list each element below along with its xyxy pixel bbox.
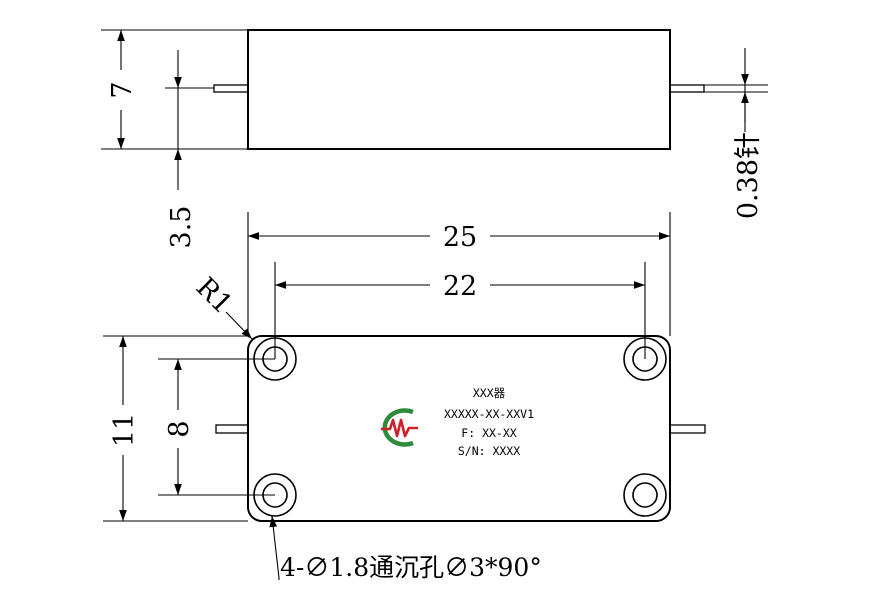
dimension-pin-diameter: 0.38针 xyxy=(733,48,764,219)
dimension-length-25: 25 xyxy=(248,222,670,253)
dimension-corner-radius: R1 xyxy=(190,272,253,340)
dimension-pin-offset-3-5: 3.5 xyxy=(166,50,197,248)
side-view xyxy=(101,29,768,150)
mounting-hole-bottom-right xyxy=(623,473,667,517)
top-view xyxy=(103,212,706,522)
label-serial-number: S/N: XXXX xyxy=(458,444,520,458)
dimension-hole-spacing-22-label: 22 xyxy=(443,271,477,302)
side-view-body xyxy=(247,29,671,150)
right-pin-side xyxy=(669,84,705,93)
dimension-hole-spacing-8: 8 xyxy=(164,359,195,495)
right-pin-top xyxy=(669,424,706,434)
logo-wave xyxy=(381,418,418,438)
company-logo xyxy=(381,408,418,447)
dimension-height-7-label: 7 xyxy=(107,81,138,98)
left-pin-side xyxy=(213,84,249,93)
hole-note-label: 4-∅1.8通沉孔∅3*90° xyxy=(280,553,542,582)
dimension-width-11: 11 xyxy=(109,336,140,521)
dimension-pin-diameter-label: 0.38针 xyxy=(733,132,764,219)
dimension-corner-radius-label: R1 xyxy=(190,272,238,320)
dimension-pin-offset-label: 3.5 xyxy=(166,206,197,249)
dimension-hole-spacing-8-label: 8 xyxy=(164,420,195,437)
dimension-height-7: 7 xyxy=(107,30,138,149)
label-frequency: F: XX-XX xyxy=(461,426,516,440)
hole-note: 4-∅1.8通沉孔∅3*90° xyxy=(269,515,542,582)
dimension-width-11-label: 11 xyxy=(109,413,140,447)
left-pin-top xyxy=(215,424,249,434)
product-label: XXX器 XXXXX-XX-XXV1 F: XX-XX S/N: XXXX xyxy=(444,386,534,458)
top-view-body xyxy=(247,335,671,522)
label-product-name: XXX器 xyxy=(473,386,506,400)
label-model-number: XXXXX-XX-XXV1 xyxy=(444,407,534,421)
dimension-hole-spacing-22: 22 xyxy=(275,271,645,302)
dimension-length-25-label: 25 xyxy=(443,222,477,253)
logo-arc xyxy=(382,408,414,447)
